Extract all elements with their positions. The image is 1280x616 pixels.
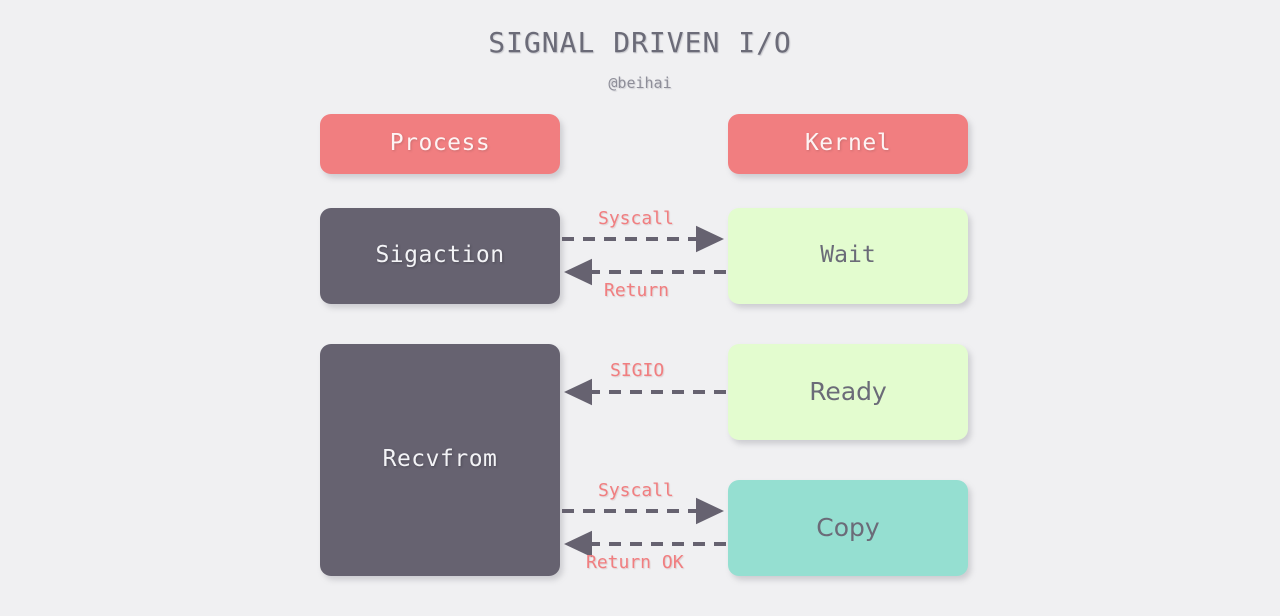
- process-stage-recvfrom-label: Recvfrom: [382, 446, 498, 473]
- kernel-stage-wait-label: Wait: [820, 242, 876, 269]
- kernel-stage-ready-label: Ready: [809, 377, 887, 407]
- process-column-header: Process: [320, 114, 560, 174]
- arrow-label-syscall-copy: Syscall: [598, 480, 674, 501]
- kernel-stage-wait: Wait: [728, 208, 968, 304]
- kernel-header-label: Kernel: [804, 130, 892, 157]
- process-stage-sigaction-label: Sigaction: [375, 242, 505, 269]
- process-stage-recvfrom: Recvfrom: [320, 344, 560, 576]
- page-title: SIGNAL DRIVEN I/O: [488, 26, 792, 59]
- kernel-stage-copy-label: Copy: [816, 513, 880, 543]
- arrow-label-return: Return: [604, 280, 670, 301]
- arrow-label-sigio: SIGIO: [610, 360, 665, 381]
- process-stage-sigaction: Sigaction: [320, 208, 560, 304]
- kernel-column-header: Kernel: [728, 114, 968, 174]
- process-header-label: Process: [389, 130, 491, 157]
- arrow-label-return-ok: Return OK: [586, 552, 684, 573]
- arrow-label-syscall-wait: Syscall: [598, 208, 674, 229]
- page-subtitle: @beihai: [608, 74, 672, 92]
- kernel-stage-ready: Ready: [728, 344, 968, 440]
- kernel-stage-copy: Copy: [728, 480, 968, 576]
